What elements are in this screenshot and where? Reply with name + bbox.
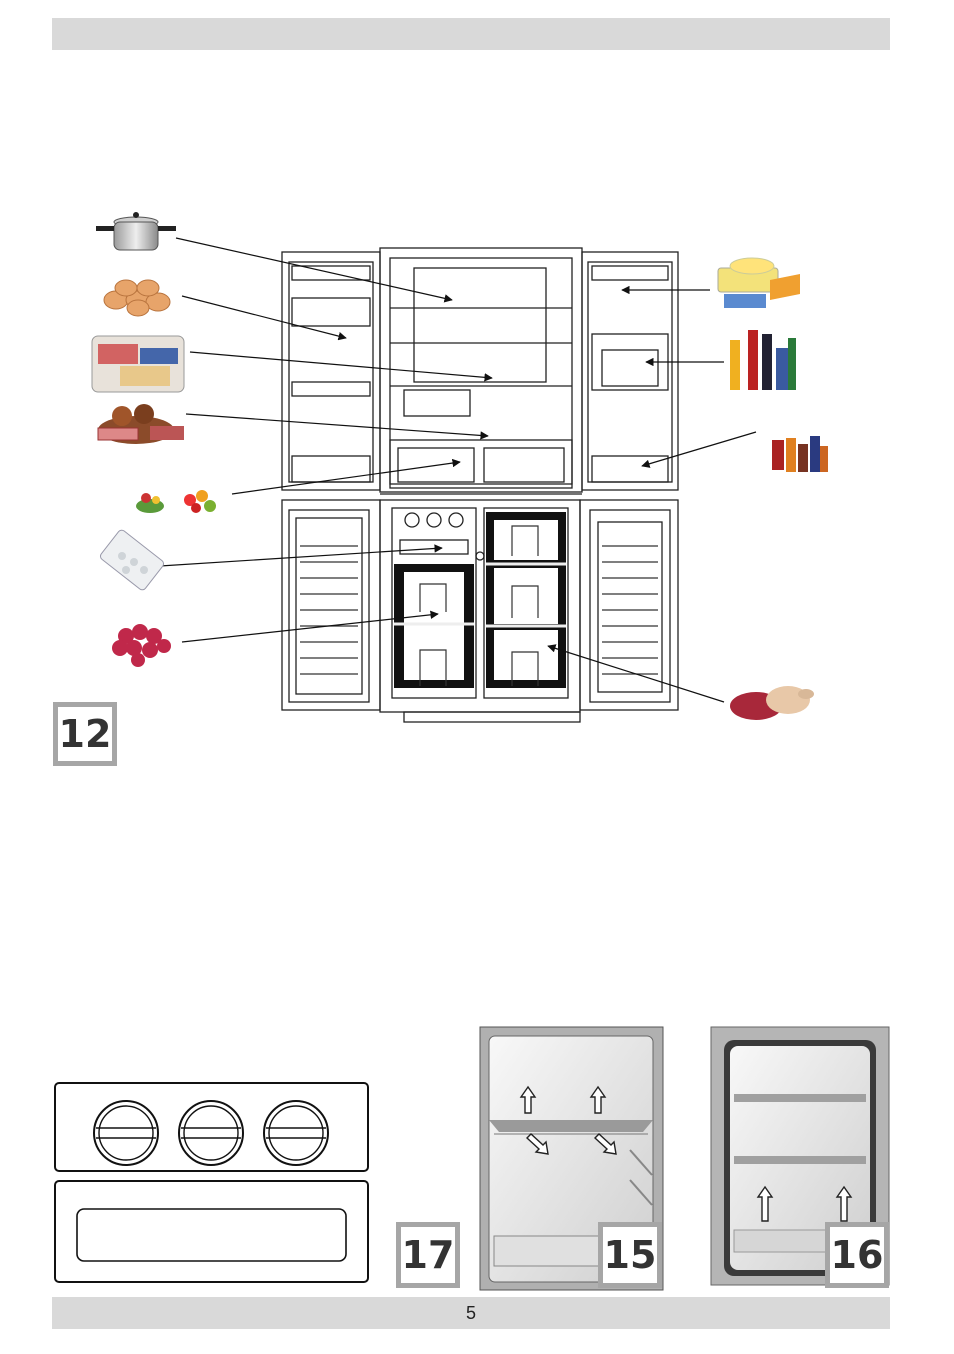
figure-12-label: 12 — [53, 702, 117, 766]
cold-cuts-icon — [98, 404, 184, 444]
bottled-drinks-icon — [730, 330, 796, 390]
figure-16-label: 16 — [825, 1222, 889, 1288]
vegetables-icon — [136, 493, 164, 513]
frozen-berries-icon — [112, 624, 171, 667]
figure-17-label: 17 — [396, 1222, 460, 1288]
fruit-icon — [184, 490, 216, 513]
packaged-meat-icon — [92, 336, 184, 392]
cheese-butter-icon — [718, 258, 800, 308]
freezer-door-shelves — [300, 546, 658, 674]
sauces-jars-icon — [772, 436, 828, 472]
figure-15-label: 15 — [598, 1222, 662, 1288]
temperature-dials — [94, 1101, 328, 1165]
eggs-icon — [104, 280, 170, 316]
cooking-pot-icon — [96, 212, 176, 250]
frozen-dumplings-icon — [99, 529, 165, 592]
footer-bar: 5 — [52, 1297, 890, 1329]
fridge-outline — [282, 248, 678, 722]
freezer-drawers — [394, 512, 566, 688]
raw-meat-poultry-icon — [730, 686, 814, 720]
page-number: 5 — [466, 1303, 476, 1323]
